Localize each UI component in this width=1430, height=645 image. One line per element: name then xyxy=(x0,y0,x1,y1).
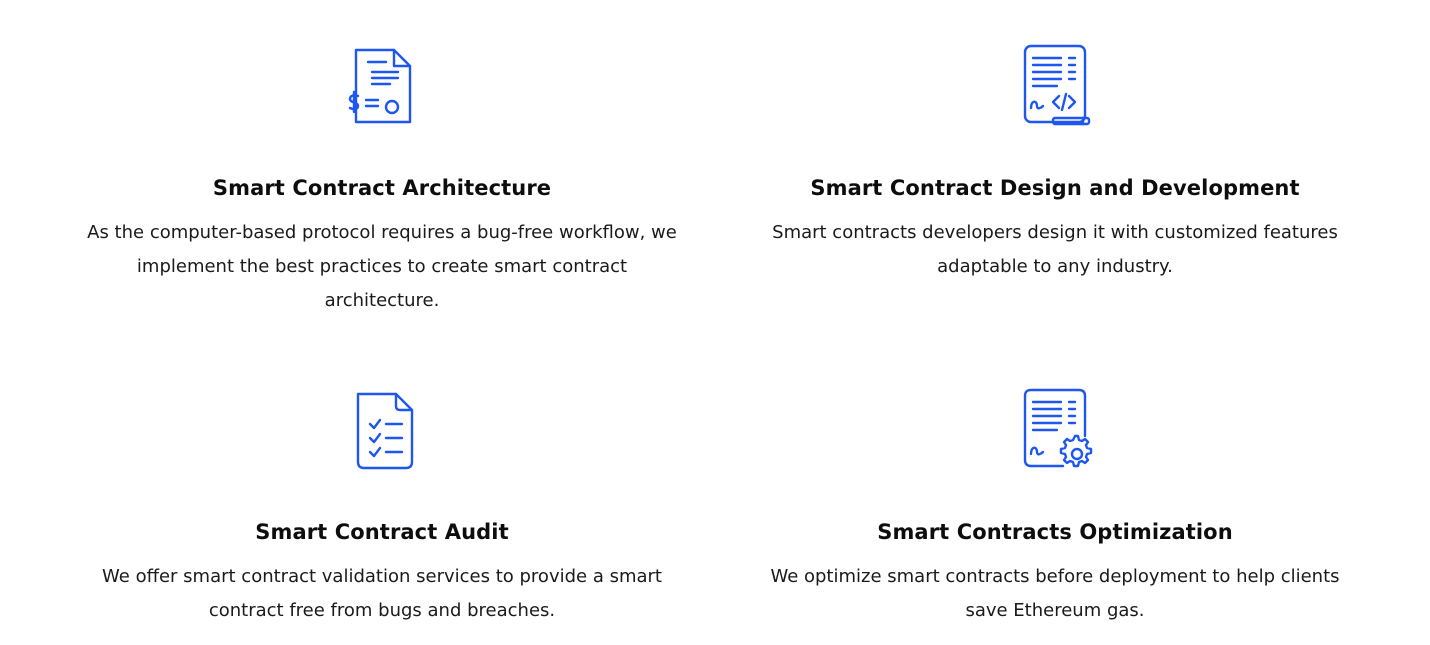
service-title: Smart Contract Design and Development xyxy=(810,176,1300,200)
service-description: As the computer-based protocol requires … xyxy=(87,222,677,311)
invoice-icon xyxy=(344,44,420,128)
service-card-optimization: Smart Contracts Optimization We optimize… xyxy=(755,388,1355,628)
service-title: Smart Contracts Optimization xyxy=(877,520,1233,544)
service-card-design-development: Smart Contract Design and Development Sm… xyxy=(755,44,1355,284)
service-title: Smart Contract Architecture xyxy=(212,176,552,200)
service-description: We offer smart contract validation servi… xyxy=(102,566,662,621)
checklist-icon xyxy=(344,388,420,472)
contract-settings-icon xyxy=(1017,388,1093,472)
code-contract-icon xyxy=(1017,44,1093,128)
service-card-architecture: Smart Contract Architecture As the compu… xyxy=(82,44,682,318)
service-description: Smart contracts developers design it wit… xyxy=(772,222,1338,277)
service-card-audit: Smart Contract Audit We offer smart cont… xyxy=(82,388,682,628)
service-title: Smart Contract Audit xyxy=(255,520,509,544)
service-description: We optimize smart contracts before deplo… xyxy=(770,566,1340,621)
